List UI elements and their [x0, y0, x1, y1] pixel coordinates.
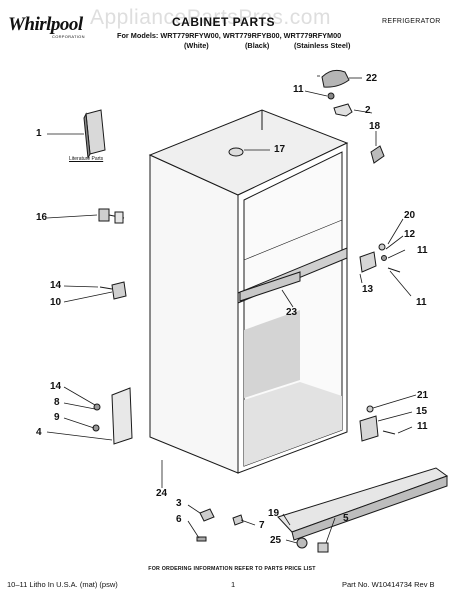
- callout-9: 9: [54, 412, 60, 423]
- callout-19: 19: [268, 508, 280, 519]
- callout-14-upper: 14: [50, 280, 62, 291]
- footer-litho: 10–11 Litho In U.S.A. (mat) (psw): [7, 580, 118, 589]
- callout-3: 3: [176, 498, 182, 509]
- callout-21: 21: [417, 390, 429, 401]
- ordering-note: FOR ORDERING INFORMATION REFER TO PARTS …: [148, 566, 316, 572]
- callout-14-lower: 14: [50, 381, 62, 392]
- callout-1: 1: [36, 128, 42, 139]
- callout-11-top: 11: [293, 84, 304, 95]
- bumper-17: [228, 147, 244, 157]
- callout-11-bottom: 11: [417, 421, 428, 432]
- leveling-leg-3: [199, 508, 215, 522]
- liner-shading-lower: [244, 382, 342, 466]
- variant-stainless: (Stainless Steel): [294, 41, 351, 50]
- callout-25: 25: [270, 535, 282, 546]
- callout-6: 6: [176, 514, 182, 525]
- callout-23: 23: [286, 307, 298, 318]
- footer-part-number: Part No. W10414734 Rev B: [342, 580, 435, 589]
- callout-10: 10: [50, 297, 62, 308]
- callout-8: 8: [54, 397, 60, 408]
- callout-11-mid: 11: [417, 245, 428, 256]
- callout-2: 2: [365, 105, 371, 116]
- cabinet-front-face: [149, 154, 239, 474]
- variant-white: (White): [184, 41, 209, 50]
- bracket-4: [111, 387, 133, 445]
- hinge-cover-22: [321, 69, 350, 88]
- whirlpool-logo: Whirlpool: [8, 14, 83, 35]
- callout-13: 13: [362, 284, 374, 295]
- callout-4: 4: [36, 427, 42, 438]
- clip-5: [317, 542, 329, 553]
- top-hinge-2: [333, 103, 353, 117]
- liner-shading: [244, 310, 300, 398]
- callout-12: 12: [404, 229, 416, 240]
- callout-5: 5: [343, 513, 349, 524]
- roller-25: [296, 537, 308, 549]
- logo-subtitle: CORPORATION: [52, 34, 85, 39]
- callout-24: 24: [156, 488, 168, 499]
- category-label: REFRIGERATOR: [382, 18, 441, 25]
- watermark: AppliancePartsPros.com: [90, 6, 331, 29]
- base-grille-19: [277, 467, 449, 533]
- roller-7: [232, 514, 244, 526]
- screw-6: [196, 536, 207, 542]
- callout-18: 18: [369, 121, 381, 132]
- callout-20: 20: [404, 210, 416, 221]
- callout-22: 22: [366, 73, 378, 84]
- mid-hinge: [359, 251, 377, 273]
- hinge-pin-18: [370, 145, 385, 164]
- part-16: [98, 208, 110, 222]
- variant-black: (Black): [245, 41, 270, 50]
- callout-15: 15: [416, 406, 428, 417]
- callout-17: 17: [274, 144, 286, 155]
- literature-parts-label: Literature Parts: [69, 156, 104, 162]
- page-title: CABINET PARTS: [172, 15, 275, 29]
- models-line: For Models: WRT779RFYW00, WRT779RFYB00, …: [117, 31, 342, 40]
- footer-page-number: 1: [231, 580, 236, 589]
- callout-16: 16: [36, 212, 48, 223]
- part-10: [111, 281, 127, 300]
- callout-7: 7: [259, 520, 265, 531]
- center-rail-23: [239, 271, 301, 302]
- callout-11-lower: 11: [416, 297, 427, 308]
- bottom-hinge-15: [359, 415, 379, 442]
